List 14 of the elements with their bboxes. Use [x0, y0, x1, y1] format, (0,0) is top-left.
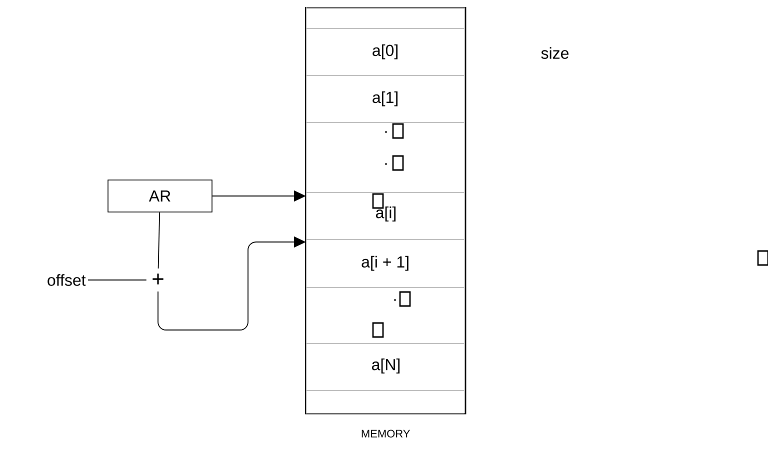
- memory-cell: [306, 390, 465, 414]
- node-label: MEMORY: [362, 430, 410, 438]
- memory-cell: a[0]: [306, 28, 465, 76]
- memory-cell: a[1]: [306, 75, 465, 123]
- register-box: AR: [108, 180, 212, 212]
- offset-label: offset: [48, 274, 86, 286]
- memory-cell: . .: [306, 122, 465, 193]
- memory-cell: a[N]: [306, 343, 465, 391]
- memory-cell: a[i + 1]: [306, 239, 465, 288]
- size-label: size: [541, 47, 569, 59]
- memory-cell: a[i]: [306, 192, 465, 240]
- memory-cell: [306, 7, 465, 29]
- plus-sign: +: [152, 274, 164, 284]
- memory-cell: .: [306, 287, 465, 344]
